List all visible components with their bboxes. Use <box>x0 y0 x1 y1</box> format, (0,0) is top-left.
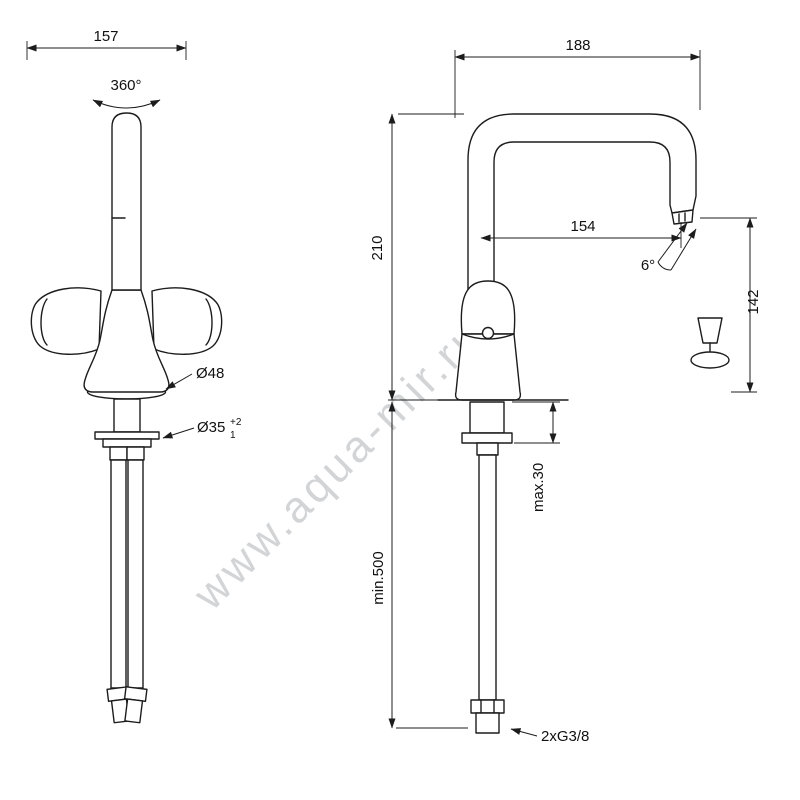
dim-188: 188 <box>454 37 701 118</box>
tolerance-sub: 1 <box>230 430 236 441</box>
min-hose-length-label: min.500 <box>370 551 387 604</box>
detail-cup <box>697 317 723 344</box>
body-side-skirt <box>454 333 522 401</box>
body-front <box>83 289 170 393</box>
connection-thread-label: 2xG3/8 <box>541 728 589 745</box>
detail-base <box>690 351 730 369</box>
label-diameter-35: Ø35 <box>197 419 225 436</box>
leader-line <box>165 373 193 390</box>
dim-reach-154: 154 <box>570 218 595 235</box>
label-d35: Ø35 +2 1 <box>162 417 242 441</box>
mounting-nut-side <box>461 432 513 444</box>
side-view: 188 210 <box>369 37 762 745</box>
dim-142: 142 <box>700 217 762 393</box>
swivel-annotation: 360° <box>92 77 161 109</box>
handle-left-face <box>40 298 48 346</box>
label-d48: Ø48 <box>165 365 224 390</box>
aerator-lines <box>678 212 686 223</box>
max-deck-thickness-label: max.30 <box>530 463 547 512</box>
angle-annotation: 6° <box>641 222 697 274</box>
angle-line-1 <box>657 222 688 263</box>
connection-label-group: 2xG3/8 <box>510 728 589 745</box>
hose-crimp-side <box>476 442 499 456</box>
hose-left <box>110 459 127 689</box>
dim-157: 157 <box>26 28 187 60</box>
aerator <box>671 209 694 225</box>
fitting-thread <box>124 698 144 724</box>
angle-line-2 <box>670 228 697 271</box>
rotation-360-label: 360° <box>110 77 141 94</box>
swivel-arrow <box>92 99 161 109</box>
hose-crimp-left <box>109 446 128 461</box>
spout-front <box>111 112 142 291</box>
fitting-thread <box>475 712 500 734</box>
hose-right <box>127 459 144 689</box>
leader-line <box>162 427 195 439</box>
hose-fitting-left <box>106 686 131 724</box>
leader-line <box>510 728 538 737</box>
handles-front <box>30 287 223 355</box>
hose-fitting-right <box>123 686 148 724</box>
dim-height-210: 210 <box>369 235 386 260</box>
shank-side <box>469 401 505 434</box>
watermark-text: www.aqua-mir.ru <box>184 310 493 619</box>
angle-6-label: 6° <box>641 257 655 274</box>
dim-depth-188: 188 <box>565 37 590 54</box>
hose-side <box>478 454 497 701</box>
handle-left <box>30 287 102 355</box>
fitting-nut <box>470 699 505 714</box>
dim-outlet-height-142: 142 <box>745 289 762 314</box>
dim-min500: min.500 <box>370 401 468 729</box>
handle-right-face <box>205 298 213 346</box>
nut-facets <box>480 699 495 714</box>
shank-front <box>113 398 141 433</box>
dim-210: 210 <box>369 113 464 401</box>
angle-arc <box>657 261 672 271</box>
aerator-detail <box>690 317 730 369</box>
tolerance-sup: +2 <box>230 417 242 428</box>
hose-fitting-side <box>470 699 505 734</box>
spout-side <box>467 113 697 293</box>
front-view: 157 360° Ø48 Ø35 <box>26 28 242 724</box>
dim-max30: max.30 <box>512 401 560 512</box>
handle-right <box>151 287 223 355</box>
supply-hoses-front <box>106 446 148 724</box>
washer-front-bottom <box>102 438 152 448</box>
body-side-cap <box>460 280 516 335</box>
hose-crimp-right <box>126 446 145 461</box>
washer-front-top <box>94 431 160 440</box>
label-diameter-48: Ø48 <box>196 365 224 382</box>
handle-knob <box>481 326 495 340</box>
dim-width-157: 157 <box>93 28 118 45</box>
dim-154: 154 <box>480 218 682 248</box>
